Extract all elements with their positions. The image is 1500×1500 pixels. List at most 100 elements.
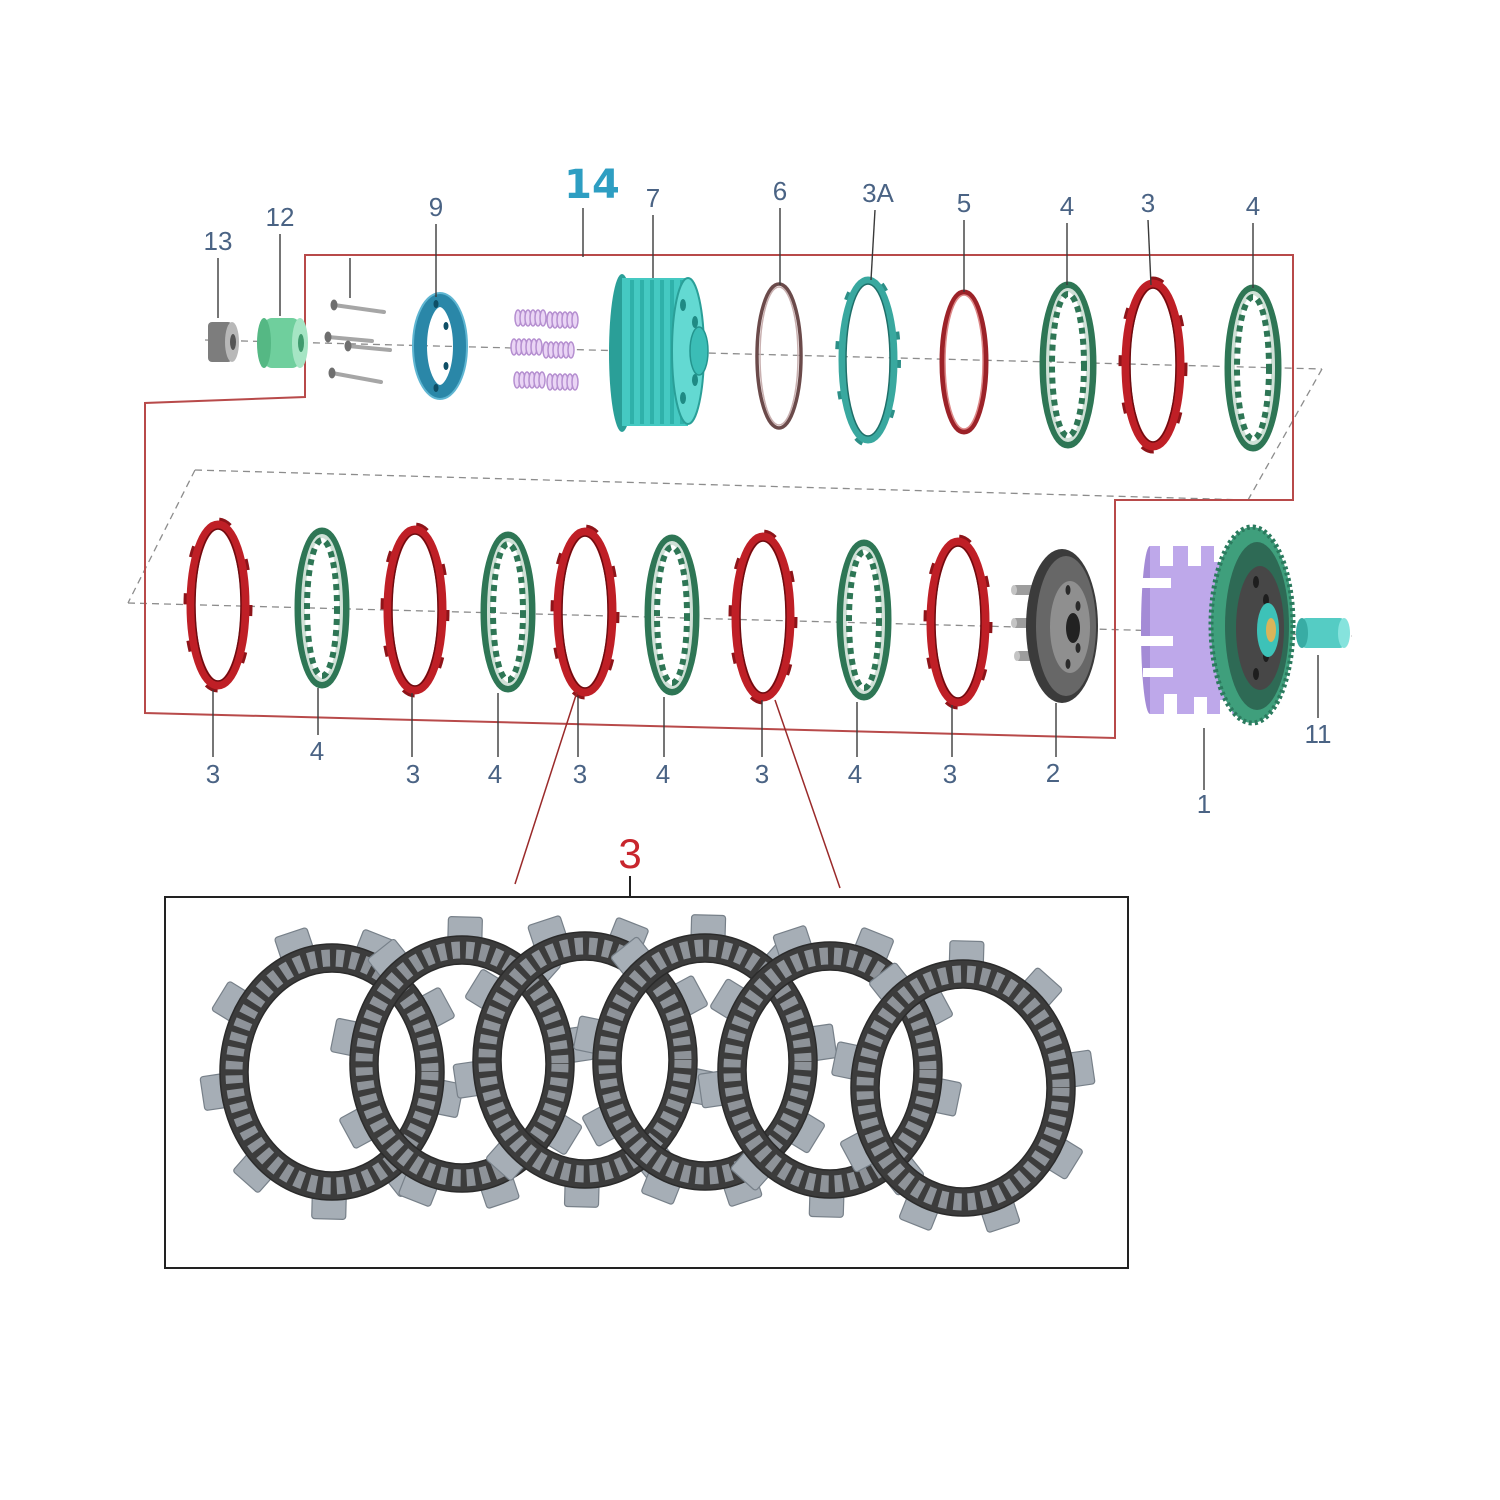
friction-plate — [923, 534, 993, 710]
basket-finger-slot — [1160, 544, 1173, 566]
friction-plate-inner-edge — [377, 963, 547, 1165]
spring-plate-hole — [433, 384, 439, 392]
steel-plate-teeth — [490, 541, 526, 683]
friction-plate-photo — [697, 925, 962, 1218]
spring-coil — [571, 373, 579, 391]
friction-plate-ring — [383, 525, 447, 695]
callout-leader-line — [1147, 219, 1152, 286]
friction-plate-outer-edge — [472, 931, 698, 1189]
spring-plate-hole — [443, 322, 449, 330]
callout: 4 — [488, 693, 502, 789]
pressure-plate-hole — [1065, 659, 1071, 669]
callout: 1 — [1197, 728, 1211, 819]
bolt-shank — [326, 335, 374, 343]
pressure-plate-pin-end — [1011, 585, 1017, 595]
bolt — [344, 340, 392, 352]
clutch-basket — [1141, 524, 1296, 726]
collar-rear — [257, 318, 271, 368]
callout-number: 13 — [204, 226, 233, 256]
tabbed-plate-ring — [838, 276, 898, 444]
collar-bore — [298, 334, 304, 352]
steel-plate-outer-ring — [1039, 281, 1097, 449]
friction-plate-outer-edge — [349, 935, 575, 1193]
basket-finger-slot — [1164, 694, 1177, 716]
hub-spline — [660, 280, 664, 424]
friction-plate-ring — [1121, 279, 1185, 451]
basket-finger-slot — [1188, 544, 1201, 566]
pressure-plate-hole — [1075, 601, 1081, 611]
clutch-bolts — [324, 299, 392, 384]
clutch-spring — [510, 338, 543, 356]
inset-pointer-right — [774, 699, 841, 889]
friction-plate-outer-edge — [717, 941, 943, 1199]
clutch-spring — [542, 341, 575, 359]
left-transfer-line — [127, 469, 196, 604]
steel-plate — [1224, 284, 1282, 452]
steel-plate-teeth — [654, 544, 690, 686]
friction-plate-ring — [926, 537, 990, 707]
steel-plate — [294, 527, 350, 689]
bolt-shank — [346, 344, 392, 352]
pressure-plate-pin-end — [1014, 651, 1020, 661]
callout: 12 — [266, 202, 294, 316]
callout-number: 5 — [957, 188, 971, 218]
spring-coil — [538, 371, 546, 389]
friction-plate-inner-edge — [247, 971, 417, 1173]
spacer-ring-outer — [755, 282, 803, 430]
callout: 5 — [957, 188, 971, 292]
basket-bore — [1266, 618, 1276, 642]
spring-coil — [567, 341, 575, 359]
bolt-head — [344, 340, 352, 352]
spring-plate-rim — [412, 292, 468, 400]
friction-plate-pads — [478, 937, 692, 1183]
steel-plate — [836, 539, 892, 701]
friction-plate-pads — [225, 949, 439, 1195]
callout-number: 3 — [755, 759, 769, 789]
callout-number: 4 — [656, 759, 670, 789]
wire-ring-outer — [939, 289, 989, 435]
steel-plate-outer-ring — [480, 531, 536, 693]
hub-spline — [640, 280, 644, 424]
callout-leader-line — [870, 209, 876, 281]
friction-plate-outer-edge — [850, 959, 1076, 1217]
middle-transfer-line — [194, 469, 1249, 501]
callout-number: 3 — [573, 759, 587, 789]
callout: 13 — [204, 226, 233, 318]
callout: 3 — [573, 696, 587, 789]
friction-plate-outer-edge — [219, 943, 445, 1201]
steel-plate-outer-ring — [294, 527, 350, 689]
basket-finger-slot — [1141, 578, 1171, 588]
pressure-plate — [1011, 549, 1098, 703]
callout: 3 — [755, 700, 769, 789]
steel-plate — [644, 534, 700, 696]
basket-finger-slot — [1141, 636, 1173, 646]
callout: 3A — [862, 178, 895, 281]
friction-plate-ring — [731, 532, 795, 702]
basket-rivet-hole — [1253, 576, 1259, 588]
bolt — [324, 331, 374, 343]
callout-number: 11 — [1305, 719, 1332, 749]
tabbed-plate-inner-edge — [845, 283, 891, 437]
collar-bushing — [257, 318, 308, 368]
bolt-head — [328, 367, 336, 379]
callout: 3 — [943, 705, 957, 789]
clutch-hub — [609, 274, 709, 432]
steel-plate — [480, 531, 536, 693]
callout-number: 3 — [943, 759, 957, 789]
spring-plate — [412, 292, 468, 400]
callout-number: 9 — [429, 192, 443, 222]
clutch-spring — [546, 311, 579, 329]
callout-number: 3 — [206, 759, 220, 789]
callout: 6 — [773, 176, 787, 285]
friction-plate-pads — [723, 947, 937, 1193]
callout: 2 — [1046, 703, 1060, 788]
kit-label: 14 — [564, 162, 620, 208]
friction-plate-inner-edge — [934, 545, 982, 699]
friction-plate-ring — [186, 520, 250, 690]
friction-plate-pads — [856, 965, 1070, 1211]
hub-spline — [650, 280, 654, 424]
callout: 4 — [1060, 191, 1074, 285]
steel-plate-face — [1231, 291, 1275, 445]
friction-plate-inner-edge — [745, 969, 915, 1171]
callout-number: 4 — [310, 736, 324, 766]
